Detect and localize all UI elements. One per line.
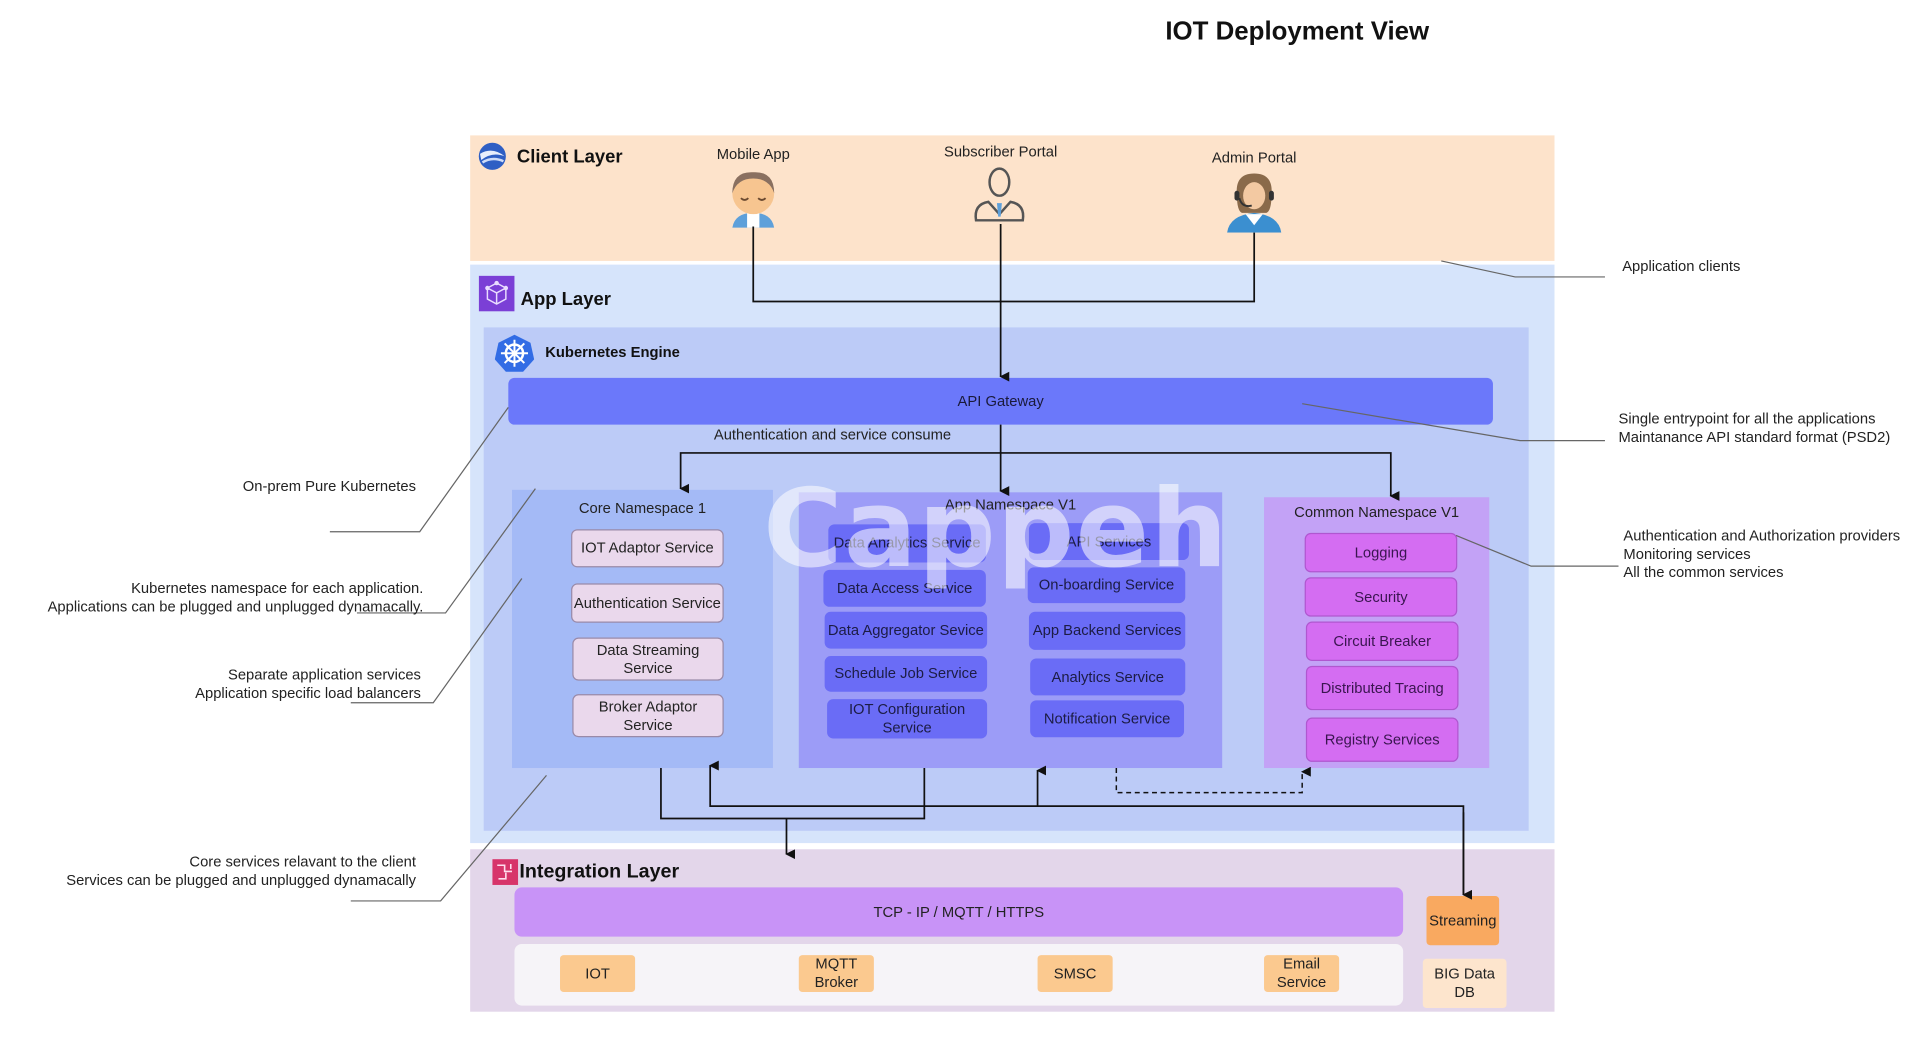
client-label-subscriber-portal: Subscriber Portal: [943, 142, 1058, 161]
globe-icon: [478, 142, 506, 170]
endpoint-smsc[interactable]: SMSC: [1037, 955, 1113, 993]
endpoint-email-service[interactable]: Email Service: [1264, 955, 1340, 993]
annotation-core-line2: Services can be plugged and unplugged dy…: [66, 871, 417, 889]
service-onboarding[interactable]: On-boarding Service: [1027, 567, 1186, 604]
annotation-common-line2: Monitoring services: [1623, 545, 1751, 563]
service-iot-configuration[interactable]: IOT Configuration Service: [827, 699, 988, 739]
service-broker-adaptor[interactable]: Broker Adaptor Service: [572, 694, 724, 738]
streaming-box[interactable]: Streaming: [1426, 896, 1500, 946]
kubernetes-engine-title: Kubernetes Engine: [545, 343, 680, 361]
service-data-streaming[interactable]: Data Streaming Service: [572, 637, 724, 681]
annotation-separate-line2: Application specific load balancers: [195, 684, 421, 702]
big-data-db[interactable]: BIG Data DB: [1422, 958, 1507, 1009]
endpoint-iot[interactable]: IOT: [560, 955, 636, 993]
client-label-mobile-app: Mobile App: [716, 145, 790, 163]
core-namespace-title: Core Namespace 1: [578, 499, 707, 517]
service-notification[interactable]: Notification Service: [1030, 700, 1185, 738]
service-app-backend[interactable]: App Backend Services: [1028, 611, 1186, 650]
edge-label-auth-consume: Authentication and service consume: [713, 425, 952, 444]
annotation-namespace-line1: Kubernetes namespace for each applicatio…: [131, 579, 424, 597]
service-data-access[interactable]: Data Access Service: [823, 569, 986, 607]
annotation-separate-line1: Separate application services: [227, 665, 421, 684]
service-analytics[interactable]: Analytics Service: [1030, 658, 1186, 696]
app-layer-title: App Layer: [520, 289, 611, 311]
client-label-admin-portal: Admin Portal: [1211, 148, 1297, 167]
common-namespace-title: Common Namespace V1: [1294, 503, 1460, 521]
service-distributed-tracing[interactable]: Distributed Tracing: [1305, 665, 1459, 711]
endpoint-mqtt-broker[interactable]: MQTT Broker: [798, 955, 874, 993]
app-namespace-title: App Namespace V1: [944, 496, 1077, 514]
annotation-common-line1: Authentication and Authorization provide…: [1623, 526, 1901, 545]
integration-layer-title: Integration Layer: [519, 861, 680, 883]
endpoints-panel: [514, 944, 1404, 1006]
api-gateway[interactable]: API Gateway: [508, 377, 1493, 425]
service-data-aggregator[interactable]: Data Aggregator Sevice: [824, 611, 988, 649]
kubernetes-wheel-icon: [494, 334, 535, 372]
diagram-title: IOT Deployment View: [1165, 17, 1430, 46]
service-security[interactable]: Security: [1304, 577, 1458, 617]
service-iot-adaptor[interactable]: IOT Adaptor Service: [571, 529, 724, 568]
service-data-analytics[interactable]: Data Analytics Service: [828, 524, 986, 563]
user-avatar-icon[interactable]: [725, 166, 782, 228]
service-api-services[interactable]: API Services: [1028, 523, 1189, 561]
service-logging[interactable]: Logging: [1304, 532, 1458, 573]
protocol-bar: TCP - IP / MQTT / HTTPS: [514, 887, 1404, 937]
annotation-core-line1: Core services relavant to the client: [189, 852, 417, 871]
service-authentication[interactable]: Authentication Service: [571, 583, 724, 623]
annotation-gateway-line2: Maintanance API standard format (PSD2): [1618, 428, 1891, 446]
annotation-common-line3: All the common services: [1623, 563, 1784, 581]
support-agent-icon[interactable]: [1225, 169, 1284, 233]
integration-icon: [492, 859, 519, 885]
client-layer-title: Client Layer: [516, 146, 623, 168]
cube-network-icon: [478, 275, 515, 312]
annotation-application-clients: Application clients: [1622, 257, 1741, 275]
service-registry[interactable]: Registry Services: [1305, 717, 1459, 762]
annotation-gateway-line1: Single entrypoint for all the applicatio…: [1618, 409, 1876, 428]
service-schedule-job[interactable]: Schedule Job Service: [824, 656, 988, 692]
service-circuit-breaker[interactable]: Circuit Breaker: [1305, 621, 1459, 661]
annotation-namespace-line2: Applications can be plugged and unplugge…: [47, 598, 424, 616]
businessman-icon[interactable]: [971, 165, 1028, 224]
annotation-onprem: On-prem Pure Kubernetes: [242, 477, 417, 495]
